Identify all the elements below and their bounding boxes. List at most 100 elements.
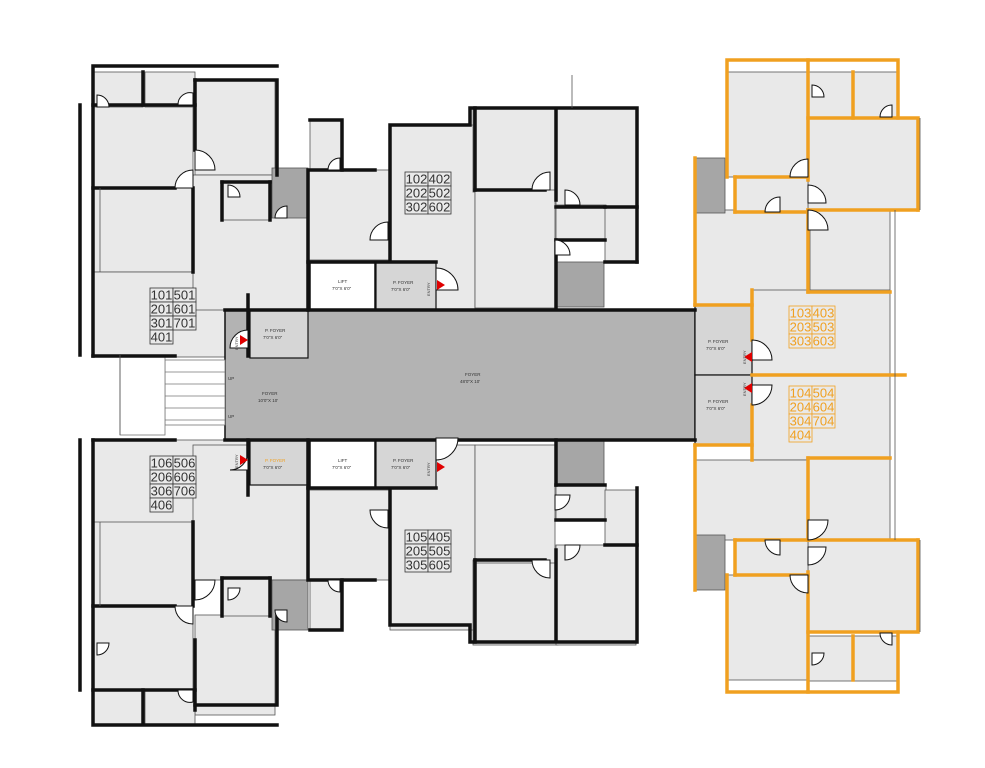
outer-thin-lines — [99, 75, 921, 632]
unit-number: 202 — [406, 186, 428, 201]
room-nc-bath1 — [555, 204, 607, 241]
unit-number: 103 — [790, 306, 812, 321]
unit-cell — [427, 557, 452, 573]
lift-north-dim: 7'0"X 6'0" — [332, 286, 352, 291]
room-sc-4 — [555, 544, 637, 646]
room-fills — [92, 71, 919, 726]
room-ne-1 — [726, 71, 808, 178]
unit-number: 602 — [429, 200, 451, 215]
unit-number: 506 — [174, 456, 196, 471]
pfoyer-e-dim: 7'0"X 6'0" — [706, 406, 726, 411]
room-sw-3 — [92, 521, 194, 607]
entry-arrow-ne — [744, 352, 752, 362]
entry-label-e: ENTRY — [742, 382, 747, 396]
room-sw-bot1 — [92, 689, 144, 726]
room-sw-5 — [194, 614, 276, 716]
lift-south-label: LIFT — [338, 458, 348, 463]
unit-number: 402 — [429, 172, 451, 187]
lobby-main-label: FOYER — [465, 372, 481, 377]
unit-number: 406 — [151, 498, 173, 513]
walls — [78, 64, 697, 727]
entry-label-nc: ENTRY — [426, 282, 431, 296]
room-se-4 — [726, 574, 808, 681]
room-se-3 — [807, 539, 919, 633]
entry-arrow-sc — [437, 462, 445, 472]
entry-label-ne: ENTRY — [742, 350, 747, 364]
unit-number: 106 — [151, 456, 173, 471]
unit-number: 303 — [790, 334, 812, 349]
room-sc-5 — [474, 444, 556, 564]
lift-north — [309, 261, 376, 311]
unit-cell — [149, 329, 174, 345]
unit-number: 405 — [429, 530, 451, 545]
room-labels: FOYER 48'0"X 10' FOYER 10'0"X 10' LIFT 7… — [228, 279, 747, 476]
unit-number: 101 — [151, 288, 173, 303]
room-sc-bath2 — [604, 489, 638, 546]
lift-north-label: LIFT — [338, 279, 348, 284]
unit-cell — [811, 333, 836, 349]
unit-number: 605 — [429, 558, 451, 573]
lobby-west-label: FOYER — [262, 391, 278, 396]
shaft-ne — [694, 157, 726, 214]
pfoyer-nw — [249, 309, 309, 359]
pfoyer-nc-dim: 7'0"X 6'0" — [391, 287, 411, 292]
pfoyer-ne-dim: 7'0"X 6'0" — [706, 346, 726, 351]
pfoyer-nw-dim: 7'0"X 6'0" — [263, 335, 283, 340]
room-se-1 — [694, 459, 811, 541]
unit-number: 404 — [790, 428, 812, 443]
entry-label-nw: ENTRY — [234, 336, 239, 350]
pfoyer-sc-label: P. FOYER — [393, 458, 414, 463]
pfoyer-sw-dim: 7'0"X 6'0" — [263, 465, 283, 470]
entry-arrow-e — [744, 383, 752, 393]
unit-cell — [172, 315, 197, 331]
stair-up-label-bottom: UP — [228, 414, 234, 419]
room-nw-1 — [92, 104, 194, 189]
room-nc-5 — [474, 189, 556, 309]
unit-number: 704 — [813, 414, 835, 429]
unit-number: 502 — [429, 186, 451, 201]
unit-number: 102 — [406, 172, 428, 187]
pfoyer-ne-label: P. FOYER — [708, 339, 729, 344]
entry-label-sw: ENTRY — [234, 454, 239, 468]
unit-number: 306 — [151, 484, 173, 499]
unit-number: 302 — [406, 200, 428, 215]
lift-south-dim: 7'0"X 6'0" — [332, 465, 352, 470]
pfoyer-sc-dim: 7'0"X 6'0" — [391, 465, 411, 470]
lobby-main-dim: 48'0"X 10' — [460, 379, 480, 384]
unit-number: 203 — [790, 320, 812, 335]
unit-number: 301 — [151, 316, 173, 331]
unit-cell — [149, 497, 174, 513]
room-nc-bath2 — [604, 206, 638, 263]
unit-number: 206 — [151, 470, 173, 485]
unit-number: 501 — [174, 288, 196, 303]
unit-cell — [172, 483, 197, 499]
room-sc-1 — [307, 489, 391, 581]
unit-cell — [427, 199, 452, 215]
stair-up-label-top: UP — [228, 376, 234, 381]
highlighted-walls — [693, 58, 920, 694]
pfoyer-nw-label: P. FOYER — [265, 328, 286, 333]
pfoyer-e-label: P. FOYER — [708, 399, 729, 404]
lobby-west-dim: 10'0"X 10' — [258, 398, 278, 403]
unit-cell — [811, 413, 836, 429]
unit-number: 606 — [174, 470, 196, 485]
shaft-se — [694, 534, 726, 591]
unit-number: 603 — [813, 334, 835, 349]
service-shafts — [271, 157, 726, 631]
entry-arrow-nw — [240, 335, 248, 345]
room-sw-4 — [92, 605, 194, 690]
door-swings — [96, 84, 893, 703]
unit-number: 604 — [813, 400, 835, 415]
unit-number: 403 — [813, 306, 835, 321]
unit-number: 104 — [790, 386, 812, 401]
shaft-sc — [555, 439, 605, 486]
entry-arrow-nc — [437, 280, 445, 290]
unit-number: 601 — [174, 302, 196, 317]
